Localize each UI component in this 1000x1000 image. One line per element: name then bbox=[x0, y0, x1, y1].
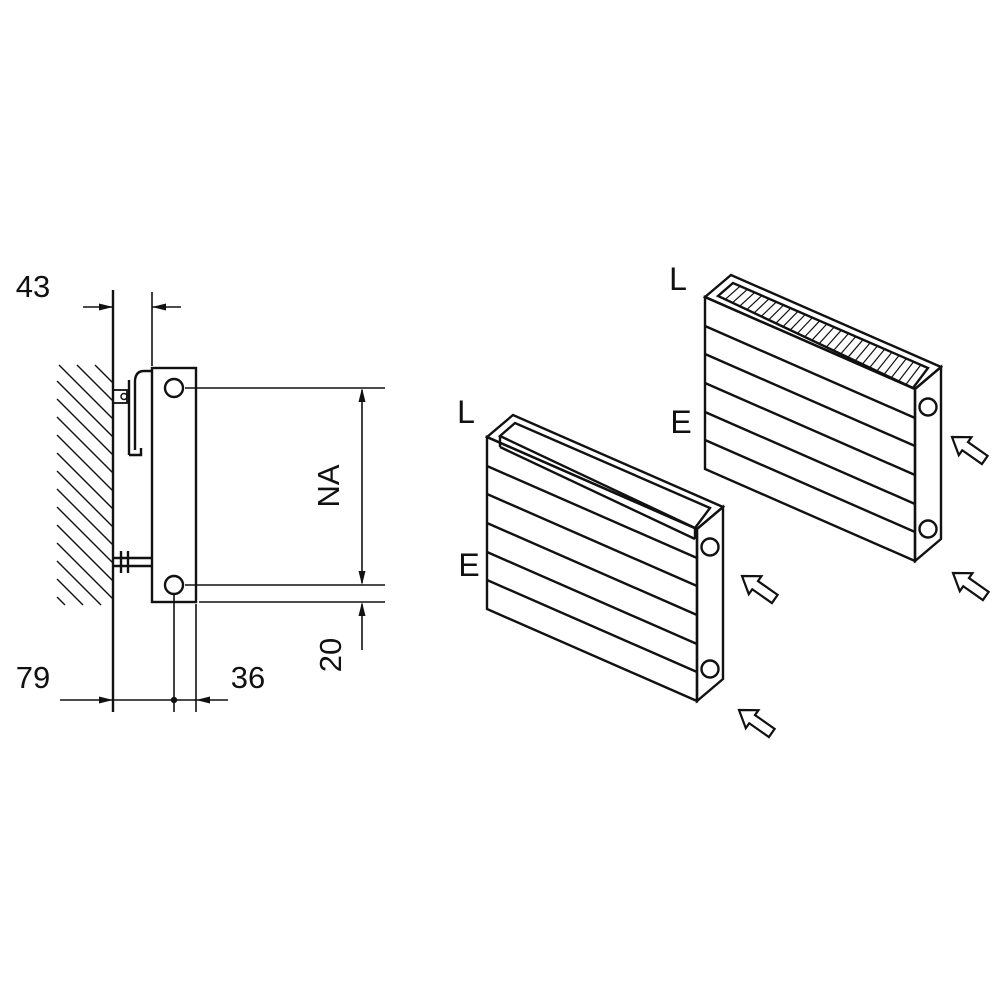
dimension-connection-spacing: NA bbox=[185, 387, 385, 603]
wall-hatching bbox=[56, 364, 114, 606]
label-inlet-back: E bbox=[670, 404, 691, 440]
dim-label-20: 20 bbox=[313, 638, 348, 672]
dim-label-na: NA bbox=[311, 464, 346, 507]
dim-label-43: 43 bbox=[16, 269, 50, 304]
upper-connection bbox=[918, 397, 938, 417]
lower-connection bbox=[918, 519, 938, 539]
radiator-section-view bbox=[150, 366, 198, 604]
radiator-iso-front: L E bbox=[457, 394, 780, 739]
radiator-body bbox=[150, 366, 198, 604]
flow-arrow-icon bbox=[737, 708, 777, 739]
flow-arrow-icon bbox=[950, 435, 990, 466]
grille-hatch bbox=[717, 282, 929, 389]
bottom-connection bbox=[163, 574, 185, 596]
flow-arrow-icon bbox=[740, 574, 780, 605]
lower-connection bbox=[700, 659, 720, 679]
label-air-outlet-front: L bbox=[457, 394, 475, 430]
upper-connection bbox=[700, 537, 720, 557]
dim-label-79: 79 bbox=[16, 660, 50, 695]
top-opening bbox=[497, 421, 712, 530]
mounting-bracket bbox=[112, 369, 152, 573]
top-connection bbox=[163, 377, 185, 399]
label-inlet-front: E bbox=[458, 547, 479, 583]
dim-label-36: 36 bbox=[231, 660, 265, 695]
radiator-iso-back: L E bbox=[669, 261, 991, 602]
panel-slats bbox=[486, 464, 698, 674]
dimension-wall-offsets: 79 36 bbox=[16, 595, 265, 712]
dimension-bottom-offset: 20 bbox=[313, 602, 366, 672]
panel-slats bbox=[704, 324, 916, 534]
top-opening-depth bbox=[498, 436, 697, 541]
label-air-outlet-back: L bbox=[669, 261, 687, 297]
flow-arrow-icon bbox=[951, 571, 991, 602]
dimension-bracket-depth: 43 bbox=[16, 269, 181, 366]
